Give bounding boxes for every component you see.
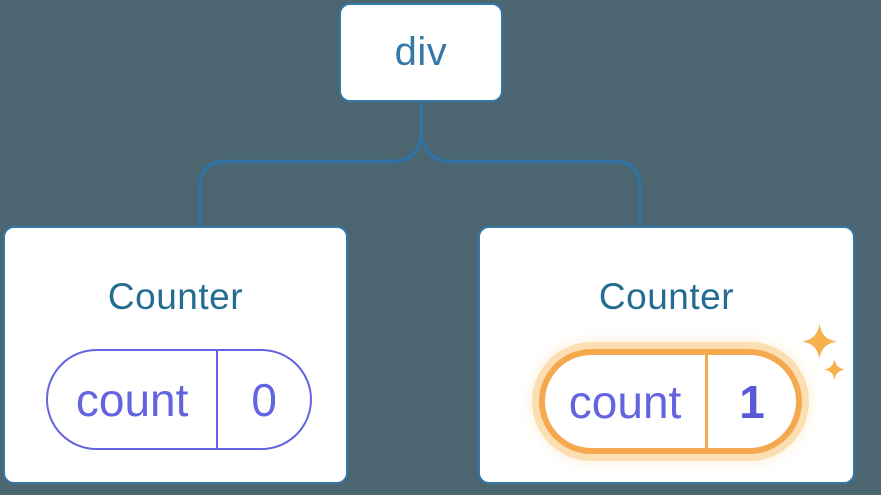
root-node-div: div — [339, 3, 503, 102]
sparkle-icon-small — [824, 359, 845, 380]
state-name-segment: count — [545, 355, 709, 448]
state-value: 1 — [739, 375, 765, 428]
root-node-label: div — [394, 30, 448, 74]
state-name-label: count — [75, 373, 189, 426]
counter-node-right: Counter count 1 — [478, 226, 855, 484]
sparkle-icon-large — [802, 324, 837, 359]
state-value-segment: 0 — [218, 351, 310, 448]
connector-left-branch — [198, 102, 424, 226]
counter-node-left: Counter count 0 — [3, 226, 348, 484]
state-value: 0 — [251, 373, 277, 426]
state-value-segment: 1 — [708, 355, 796, 448]
counter-title: Counter — [598, 276, 735, 317]
state-pill: count 0 — [46, 349, 312, 450]
state-name-segment: count — [48, 351, 219, 448]
state-pill-highlighted: count 1 — [539, 349, 802, 454]
counter-title: Counter — [107, 276, 244, 317]
connector-right-branch — [419, 102, 642, 226]
state-name-label: count — [568, 375, 682, 428]
